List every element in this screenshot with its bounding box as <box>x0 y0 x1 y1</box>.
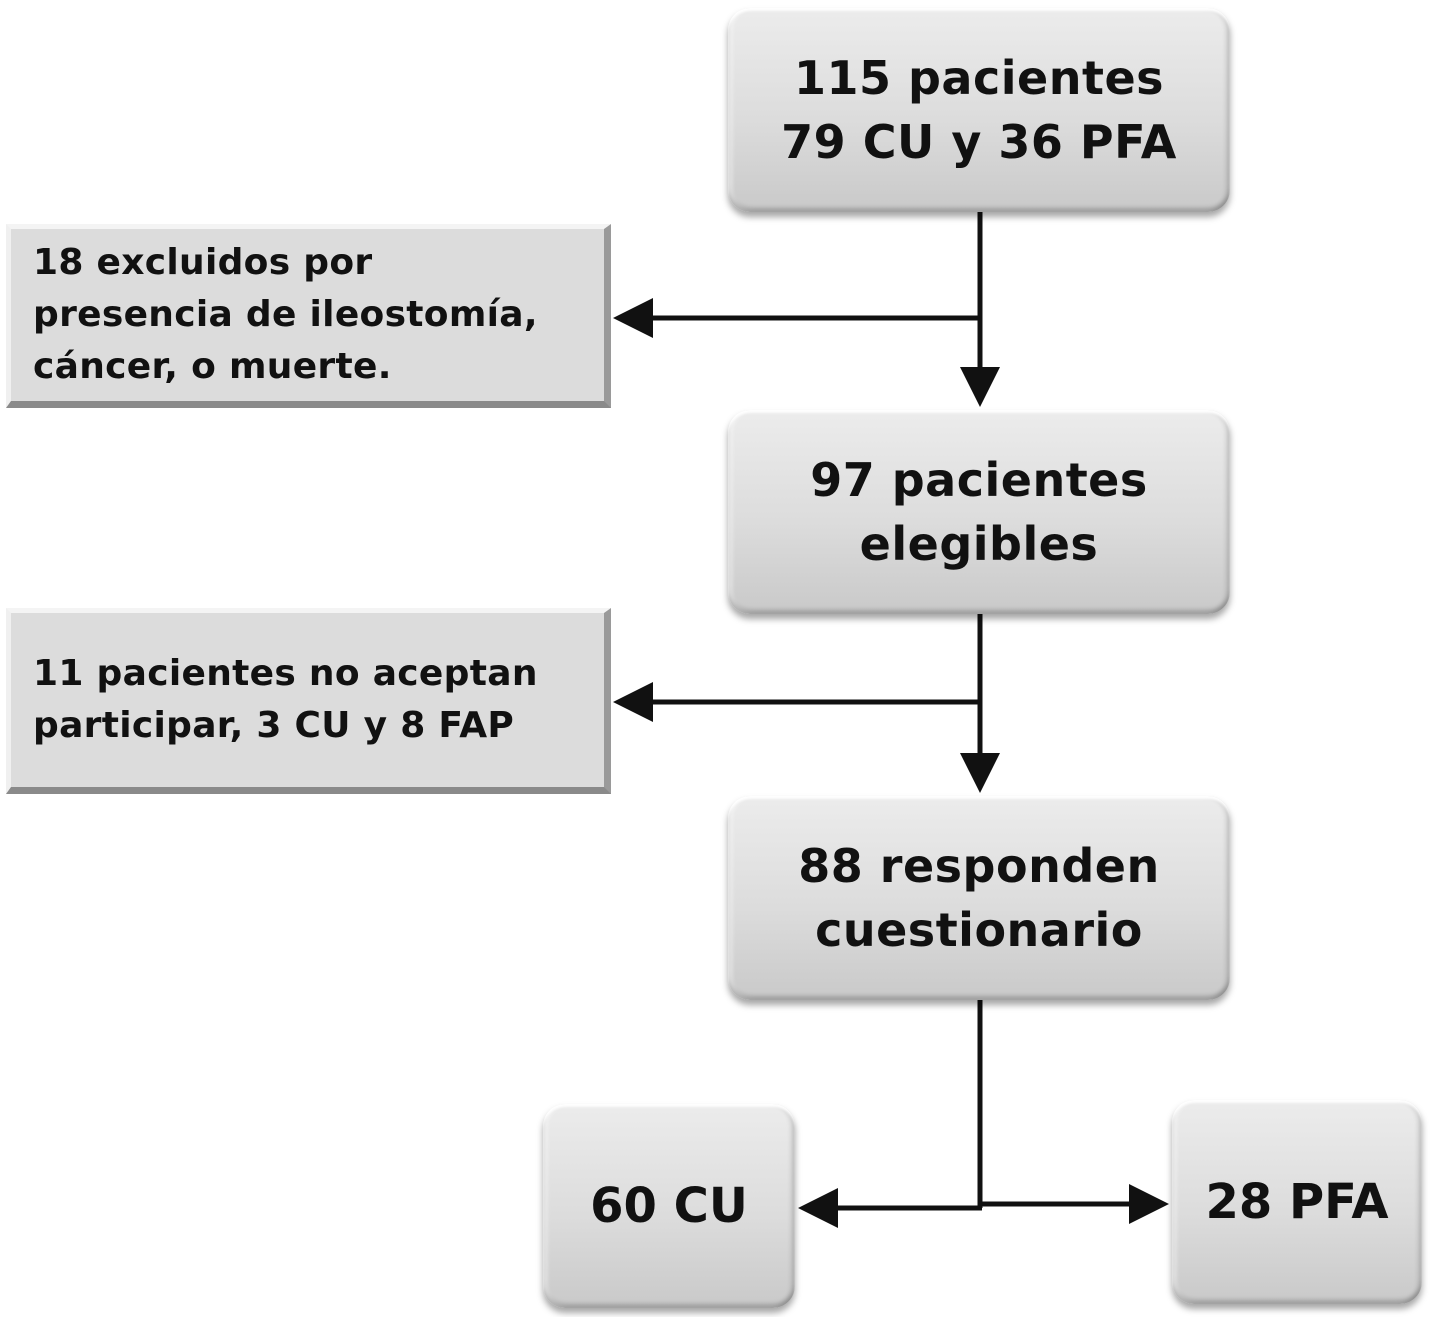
responded-box: 88 responden cuestionario <box>728 796 1230 1000</box>
pfa-box: 28 PFA <box>1172 1100 1422 1304</box>
start-box: 115 pacientes 79 CU y 36 PFA <box>728 8 1230 212</box>
declined-box: 11 pacientes no aceptan participar, 3 CU… <box>6 608 611 794</box>
excluded-box: 18 excluidos por presencia de ileostomía… <box>6 224 611 408</box>
eligible-box: 97 pacientes elegibles <box>728 410 1230 614</box>
start-count: 115 pacientes <box>793 51 1165 105</box>
cu-label: 60 CU <box>590 1178 748 1234</box>
start-breakdown: 79 CU y 36 PFA <box>781 115 1177 169</box>
excluded-line-3: cáncer, o muerte. <box>33 346 392 387</box>
eligible-count: 97 pacientes <box>810 453 1148 507</box>
excluded-line-1: 18 excluidos por <box>33 242 373 283</box>
eligible-label: elegibles <box>859 517 1099 571</box>
declined-line-2: participar, 3 CU y 8 FAP <box>33 705 515 746</box>
pfa-label: 28 PFA <box>1205 1174 1389 1230</box>
responded-count: 88 responden <box>798 839 1160 893</box>
declined-line-1: 11 pacientes no aceptan <box>33 653 538 694</box>
excluded-line-2: presencia de ileostomía, <box>33 294 538 335</box>
responded-label: cuestionario <box>815 903 1143 957</box>
cu-box: 60 CU <box>543 1104 795 1308</box>
